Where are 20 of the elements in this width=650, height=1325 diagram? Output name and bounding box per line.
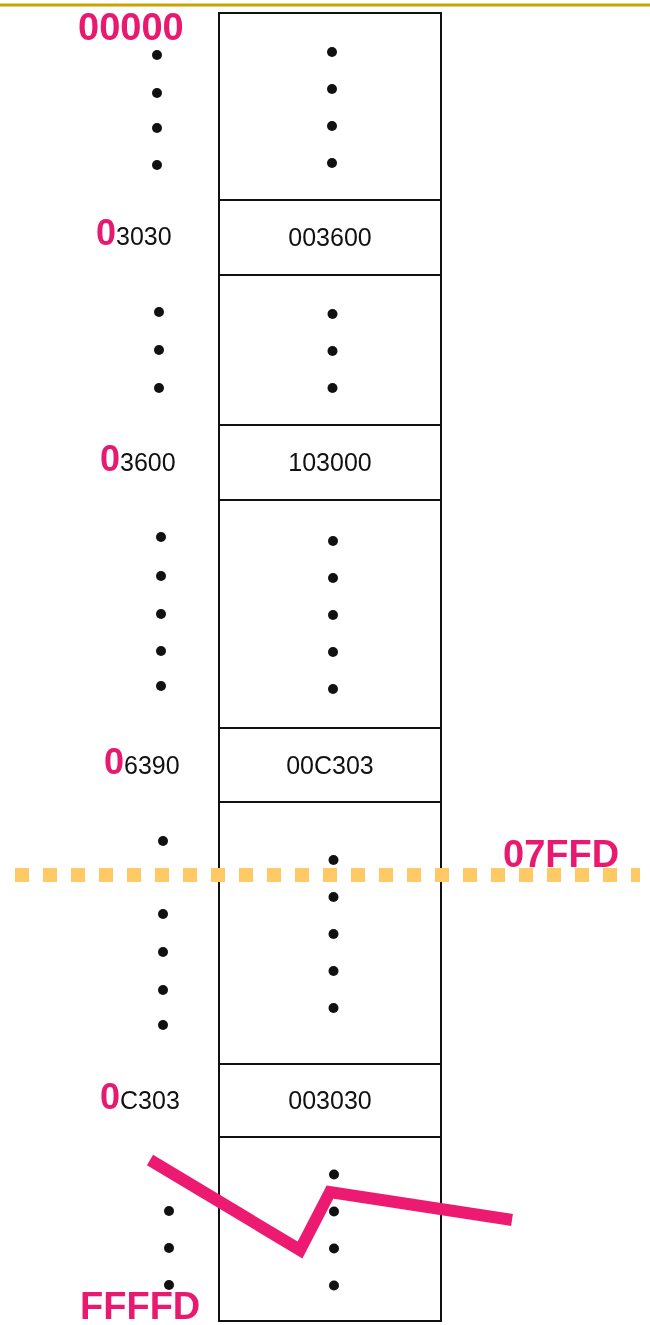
address-label: FFFFD (80, 1285, 201, 1325)
address-label: 07FFD (503, 833, 620, 876)
memory-block (218, 499, 442, 729)
address-label: 03030 (96, 212, 172, 254)
memory-cell (218, 1063, 442, 1138)
cell-value: 103000 (288, 448, 372, 477)
address-label: 06390 (104, 741, 180, 783)
cell-value: 00C303 (286, 750, 374, 780)
memory-cell (218, 727, 442, 803)
memory-block (218, 12, 442, 201)
address-label: 00000 (78, 6, 184, 49)
cell-value: 003030 (288, 1086, 372, 1115)
memory-cell (218, 424, 442, 501)
memory-cell (218, 199, 442, 276)
address-label: 03600 (100, 438, 176, 480)
memory-block (218, 801, 442, 1065)
cell-value: 003600 (288, 223, 372, 252)
memory-block (218, 274, 442, 426)
address-label: 0C303 (100, 1076, 180, 1118)
memory-block (218, 1136, 442, 1322)
